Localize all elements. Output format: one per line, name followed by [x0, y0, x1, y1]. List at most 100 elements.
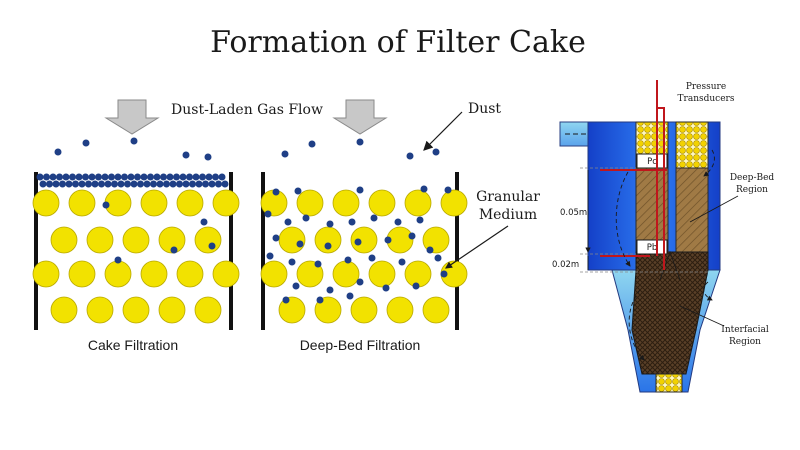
dust-particle [316, 296, 324, 304]
dust-particle [266, 252, 274, 260]
dust-particle [169, 180, 177, 188]
dust-particle [127, 173, 135, 181]
pc-box [636, 153, 668, 169]
dust-particle [91, 180, 99, 188]
dust-particle [292, 282, 300, 290]
granule [194, 226, 222, 254]
dust-particle [420, 185, 428, 193]
granule [440, 189, 468, 217]
granule [212, 189, 240, 217]
dust-particle [434, 254, 442, 262]
dust-particle [108, 173, 115, 181]
interfacial-region-pointer [679, 305, 725, 327]
dust-particle [282, 296, 290, 304]
flow-arrow-cone-left [628, 289, 645, 361]
granule [350, 296, 378, 324]
granule [86, 296, 114, 324]
dust-particle [176, 180, 183, 188]
dust-particle [218, 173, 226, 181]
dust-particle [137, 180, 144, 188]
dust-particle [39, 180, 47, 188]
granule [32, 260, 60, 288]
granule [332, 260, 360, 288]
deepbed-region-line1: Deep-Bed [730, 173, 775, 183]
granule [68, 260, 96, 288]
granule [50, 226, 78, 254]
dust-particle [272, 188, 280, 196]
granule [350, 226, 378, 254]
dust-particle [272, 234, 280, 242]
granule [368, 260, 396, 288]
interfacial-region-line2: Region [729, 337, 761, 347]
granule [422, 296, 450, 324]
dust-particle [432, 148, 440, 156]
dust-particle [143, 180, 151, 188]
dust-particle [163, 180, 170, 188]
dust-particle [208, 242, 216, 250]
dust-particle [117, 180, 125, 188]
dust-particle [202, 180, 209, 188]
cake-filtration-caption: Cake Filtration [88, 337, 178, 353]
dust-particle [294, 187, 302, 195]
dust-particle [98, 180, 105, 188]
dust-particle [82, 173, 89, 181]
pb-box [636, 239, 668, 255]
granular-medium-label-line2: Medium [479, 207, 537, 223]
pellet-top-right [675, 121, 709, 169]
dust-particle [75, 173, 83, 181]
dim-upper-label: 0.05m [560, 208, 587, 218]
dust-particle [104, 180, 112, 188]
dust-particle [302, 214, 310, 222]
dust-particle [356, 186, 364, 194]
deepbed-filtration-caption: Deep-Bed Filtration [300, 337, 421, 353]
granule [386, 296, 414, 324]
dust-particle [199, 173, 206, 181]
granule [404, 189, 432, 217]
dust-particle [179, 173, 187, 181]
interfacial-region-line1: Interfacial [721, 325, 769, 335]
dust-particle [36, 173, 44, 181]
dust-particle [406, 152, 414, 160]
dust-particle [182, 151, 190, 159]
dust-particle [412, 282, 420, 290]
dust-particle [170, 246, 178, 254]
interfacial-region [631, 251, 709, 375]
pc-label: Pc [647, 157, 657, 167]
granule [212, 260, 240, 288]
granule [332, 189, 360, 217]
dust-particle [114, 173, 122, 181]
dust-particle [186, 173, 193, 181]
filter-apparatus: Pc Pb Pressure Transducers Deep-Bed Regi… [552, 80, 775, 393]
dust-particle [72, 180, 79, 188]
dust-particle [354, 238, 362, 246]
pressure-transducers-line1: Pressure [686, 82, 726, 92]
dust-particle [88, 173, 96, 181]
dust-particle [444, 186, 452, 194]
dust-particle [173, 173, 180, 181]
granule [158, 296, 186, 324]
dust-particle [153, 173, 161, 181]
granule [278, 226, 306, 254]
dust-particle [101, 173, 109, 181]
dust-particle [56, 173, 63, 181]
deepbed-region-line2: Region [736, 185, 768, 195]
dust-particle [182, 180, 190, 188]
granule [296, 189, 324, 217]
page-title: Formation of Filter Cake [210, 25, 586, 60]
dust-particle [356, 278, 364, 286]
granule [104, 189, 132, 217]
granule [194, 296, 222, 324]
dust-label: Dust [468, 101, 501, 117]
dust-particle [215, 180, 222, 188]
dust-particle [124, 180, 131, 188]
dust-particle [54, 148, 62, 156]
dust-particle [281, 150, 289, 158]
gas-flow-arrow-left [104, 99, 160, 135]
dust-particle [102, 201, 110, 209]
dust-particle [195, 180, 203, 188]
granule [122, 296, 150, 324]
dust-particle [408, 232, 416, 240]
dust-particle [156, 180, 164, 188]
granule [296, 260, 324, 288]
